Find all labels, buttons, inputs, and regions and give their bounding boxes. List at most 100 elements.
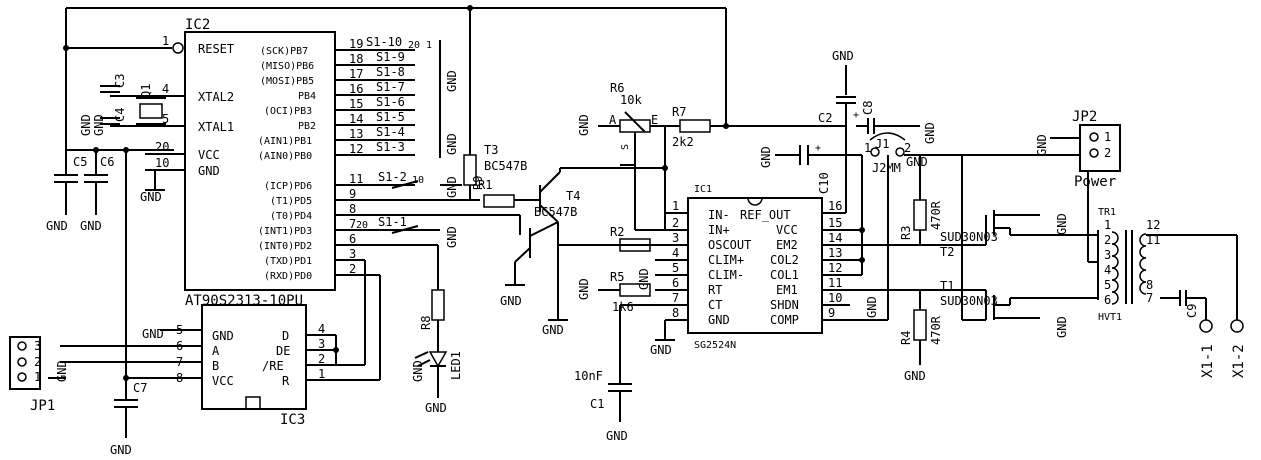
svg-text:11: 11 [1146, 233, 1160, 247]
svg-text:1: 1 [672, 199, 679, 213]
svg-text:4: 4 [318, 322, 325, 336]
capacitor-c2: C2 + GND [818, 110, 937, 144]
svg-text:GND: GND [198, 164, 220, 178]
svg-text:C6: C6 [100, 155, 114, 169]
svg-text:1k6: 1k6 [612, 300, 634, 314]
svg-text:RT: RT [708, 283, 722, 297]
capacitor-c7: C7 GND [110, 381, 147, 457]
ic2-ref: IC2 [185, 17, 210, 33]
svg-text:(TXD)PD1: (TXD)PD1 [264, 256, 312, 267]
svg-text:13: 13 [349, 127, 363, 141]
svg-text:10: 10 [155, 156, 169, 170]
svg-text:C4: C4 [113, 108, 127, 122]
svg-text:9: 9 [349, 187, 356, 201]
led1: LED1 GND GND [411, 351, 463, 415]
svg-text:2: 2 [318, 352, 325, 366]
svg-text:S1-3: S1-3 [376, 140, 405, 154]
svg-text:IN+: IN+ [708, 223, 730, 237]
connector-jp1: 3 2 1 GND JP1 [9, 336, 69, 414]
mosfet-t1: T1 SUD30N03 GND [940, 155, 1098, 338]
svg-text:GND: GND [1055, 213, 1069, 235]
capacitor-c4: C4 [100, 108, 127, 125]
svg-text:20: 20 [356, 220, 368, 231]
svg-text:R2: R2 [610, 225, 624, 239]
svg-text:A: A [212, 344, 220, 358]
svg-text:PB4: PB4 [298, 91, 316, 102]
svg-text:SHDN: SHDN [770, 298, 799, 312]
svg-text:C8: C8 [861, 101, 875, 115]
svg-text:COL1: COL1 [770, 268, 799, 282]
svg-text:C1: C1 [590, 397, 604, 411]
svg-text:2: 2 [1104, 233, 1111, 247]
dip-switch-s1: S1-10 S1-9 S1-8 S1-7 S1-6 S1-5 S1-4 S1-3… [356, 35, 462, 248]
svg-text:BC547B: BC547B [534, 205, 577, 219]
svg-text:C3: C3 [113, 74, 127, 88]
svg-text:E: E [651, 113, 658, 127]
svg-text:GND: GND [445, 133, 459, 155]
svg-text:GND: GND [110, 443, 132, 457]
svg-text:GND: GND [500, 294, 522, 308]
svg-text:GND: GND [1055, 316, 1069, 338]
svg-text:VCC: VCC [212, 374, 234, 388]
svg-text:/RE: /RE [262, 359, 284, 373]
resistor-r7: R7 2k2 [664, 105, 846, 230]
svg-text:6: 6 [672, 276, 679, 290]
svg-text:GND: GND [759, 146, 773, 168]
svg-text:RESET: RESET [198, 42, 234, 56]
resistor-r1: R1 [469, 178, 540, 208]
svg-text:(RXD)PD0: (RXD)PD0 [264, 271, 312, 282]
svg-text:+: + [815, 143, 821, 154]
svg-text:GND: GND [904, 369, 926, 383]
capacitor-c10: + GND C10 [759, 143, 862, 194]
svg-text:GND: GND [637, 268, 651, 290]
svg-text:A: A [609, 113, 617, 127]
svg-text:R9: R9 [471, 176, 485, 190]
svg-text:2: 2 [672, 216, 679, 230]
svg-text:GND: GND [606, 429, 628, 443]
svg-text:R3: R3 [899, 226, 913, 240]
svg-text:12: 12 [828, 261, 842, 275]
svg-text:HVT1: HVT1 [1098, 312, 1122, 323]
svg-text:GND: GND [708, 313, 730, 327]
svg-text:2k2: 2k2 [672, 135, 694, 149]
svg-text:10: 10 [828, 291, 842, 305]
svg-text:X1-1: X1-1 [1200, 344, 1216, 378]
potentiometer-r6: R6 10k A E S GND [577, 81, 680, 166]
transistor-t4: T4 BC547B GND GND [500, 189, 620, 337]
svg-text:T1: T1 [940, 279, 954, 293]
svg-text:1: 1 [864, 141, 871, 155]
svg-text:C9: C9 [1185, 304, 1199, 318]
svg-text:S1-4: S1-4 [376, 125, 405, 139]
svg-text:XTAL1: XTAL1 [198, 120, 234, 134]
ic3-transceiver: IC3 5 6 7 8 GND A B VCC D DE /RE R 4 3 2… [60, 260, 381, 428]
svg-text:R1: R1 [478, 178, 492, 192]
svg-text:8: 8 [176, 371, 183, 385]
svg-text:GND: GND [1035, 134, 1049, 156]
svg-text:GND: GND [445, 70, 459, 92]
svg-text:20 1: 20 1 [408, 40, 432, 51]
svg-text:4: 4 [162, 82, 169, 96]
jp2-ref: JP2 [1072, 109, 1097, 125]
svg-text:EM1: EM1 [776, 283, 798, 297]
svg-text:16: 16 [828, 199, 842, 213]
svg-text:5: 5 [672, 261, 679, 275]
svg-text:GND: GND [542, 323, 564, 337]
svg-text:R8: R8 [419, 316, 433, 330]
gnd-ic3: GND [142, 327, 164, 341]
svg-text:S1-5: S1-5 [376, 110, 405, 124]
ic1-pwm-controller: IC1 SG2524N 1 2 3 4 5 6 7 8 IN- IN+ OSCO… [620, 155, 986, 357]
svg-text:SUD30N03: SUD30N03 [940, 294, 998, 308]
svg-text:D: D [282, 329, 289, 343]
svg-text:12: 12 [1146, 218, 1160, 232]
svg-text:(AIN1)PB1: (AIN1)PB1 [258, 136, 312, 147]
svg-text:7: 7 [1146, 291, 1153, 305]
svg-text:GND: GND [445, 226, 459, 248]
svg-text:GND: GND [55, 360, 69, 382]
svg-text:8: 8 [349, 202, 356, 216]
jumper-j1: 1 2 J1 J2MM GND [864, 132, 1080, 175]
crystal-q1: Q1 [110, 84, 166, 127]
connector-jp2-power: 1 2 JP2 Power GND [1035, 109, 1121, 263]
svg-text:7: 7 [176, 355, 183, 369]
svg-text:8: 8 [672, 306, 679, 320]
output-terminals-x1: X1-1 X1-2 [1199, 235, 1247, 378]
